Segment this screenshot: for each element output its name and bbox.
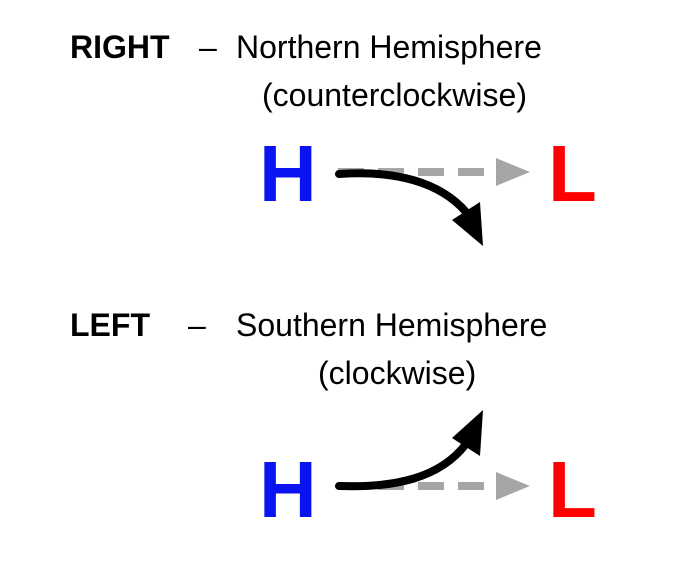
northern-pressure-gradient-arrow — [338, 158, 530, 186]
southern-rotation-label: (clockwise) — [318, 355, 477, 391]
northern-high-pressure-symbol: H — [259, 129, 317, 218]
northern-low-pressure-symbol: L — [548, 129, 597, 218]
southern-pressure-gradient-arrow — [338, 472, 530, 500]
northern-dash: – — [199, 29, 217, 65]
southern-dash: – — [188, 307, 206, 343]
southern-hemisphere-label: Southern Hemisphere — [236, 307, 548, 343]
southern-direction-label: LEFT — [70, 307, 150, 343]
southern-low-pressure-symbol: L — [548, 445, 597, 534]
northern-direction-label: RIGHT — [70, 29, 170, 65]
northern-hemisphere-label: Northern Hemisphere — [236, 29, 542, 65]
southern-high-pressure-symbol: H — [259, 445, 317, 534]
northern-deflected-wind-arrow — [335, 169, 483, 246]
southern-deflected-wind-arrow — [335, 410, 483, 491]
northern-rotation-label: (counterclockwise) — [262, 77, 527, 113]
